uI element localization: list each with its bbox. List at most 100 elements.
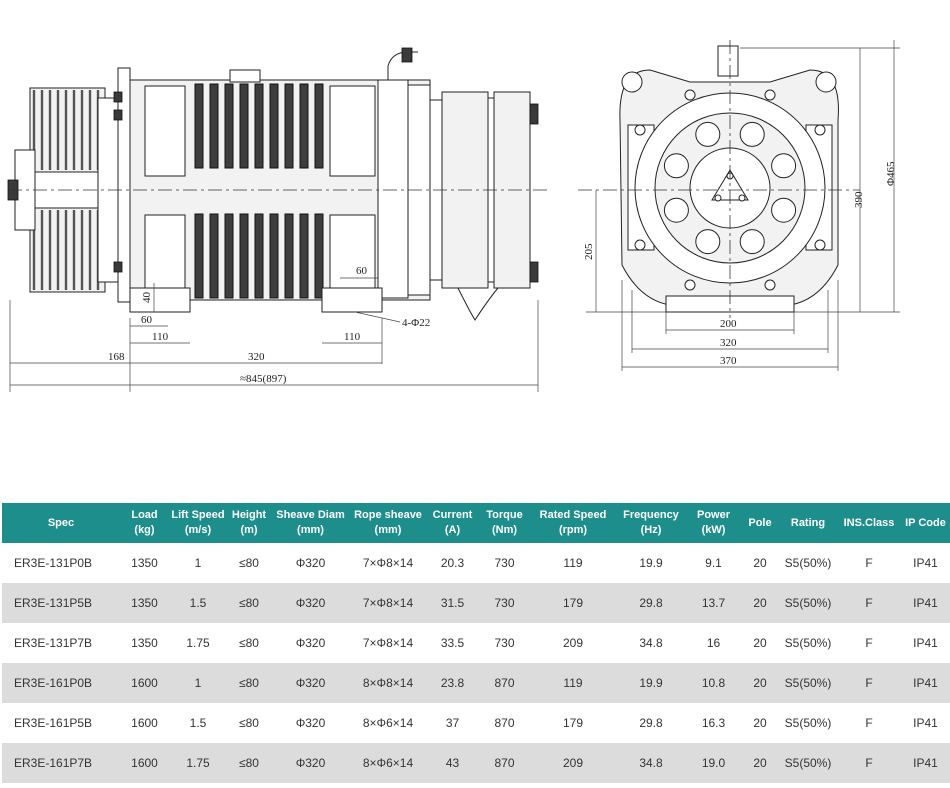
cooling-fin bbox=[239, 213, 249, 299]
sheave-hole bbox=[663, 153, 689, 179]
table-cell: S5(50%) bbox=[779, 623, 837, 663]
table-cell: 29.8 bbox=[616, 583, 686, 623]
table-cell: 1600 bbox=[120, 663, 169, 703]
table-cell: 23.8 bbox=[426, 663, 479, 703]
column-header-line: Spec bbox=[47, 516, 75, 529]
column-header: Rope sheave(mm) bbox=[350, 503, 426, 543]
sheave-hole bbox=[771, 153, 797, 179]
bolt-hole bbox=[634, 124, 646, 136]
table-cell: 179 bbox=[530, 703, 616, 743]
table-cell: 1350 bbox=[120, 583, 169, 623]
column-header-line: (kW) bbox=[701, 524, 726, 536]
bolt-hole bbox=[814, 124, 826, 136]
table-cell: ER3E-161P0B bbox=[2, 663, 120, 703]
bolt-hole bbox=[684, 89, 696, 101]
side-dimensions: 40 60 60 110 110 168 320 ≈845(897) 4-Φ22 bbox=[9, 265, 539, 392]
table-cell: S5(50%) bbox=[779, 703, 837, 743]
table-cell: ER3E-161P5B bbox=[2, 703, 120, 743]
table-cell: 8×Φ6×14 bbox=[350, 703, 426, 743]
table-cell: ≤80 bbox=[227, 583, 271, 623]
table-cell: F bbox=[837, 703, 901, 743]
dim-40: 40 bbox=[141, 292, 153, 304]
table-cell: S5(50%) bbox=[779, 583, 837, 623]
cooling-fin bbox=[269, 213, 279, 299]
table-cell: 7×Φ8×14 bbox=[350, 543, 426, 583]
table-cell: 1 bbox=[169, 543, 227, 583]
table-cell: 1350 bbox=[120, 623, 169, 663]
table-cell: 7×Φ8×14 bbox=[350, 623, 426, 663]
table-cell: 179 bbox=[530, 583, 616, 623]
table-cell: F bbox=[837, 623, 901, 663]
table-cell: 13.7 bbox=[686, 583, 741, 623]
table-cell: IP41 bbox=[901, 703, 950, 743]
cooling-fin bbox=[314, 83, 324, 169]
table-cell: F bbox=[837, 743, 901, 783]
column-header-line: (kg) bbox=[134, 524, 155, 536]
column-header: Load (kg) bbox=[120, 503, 169, 543]
bolt-hole bbox=[764, 279, 776, 291]
table-cell: 1350 bbox=[120, 543, 169, 583]
column-header: Rating bbox=[779, 503, 837, 543]
cooling-fin bbox=[239, 83, 249, 169]
brake-assembly bbox=[429, 91, 539, 321]
column-header-line: Rope sheave bbox=[354, 509, 422, 521]
table-cell: 20 bbox=[741, 583, 779, 623]
table-cell: 43 bbox=[426, 743, 479, 783]
dim-200: 200 bbox=[720, 318, 737, 330]
cooling-fin bbox=[269, 83, 279, 169]
table-cell: Φ320 bbox=[271, 543, 350, 583]
column-header-line: Load bbox=[131, 509, 158, 521]
cooling-fin bbox=[194, 213, 204, 299]
table-cell: 20 bbox=[741, 703, 779, 743]
dim-mounting-holes: 4-Φ22 bbox=[402, 317, 430, 329]
column-header: Sheave Diam (mm) bbox=[271, 503, 350, 543]
dim-205: 205 bbox=[583, 243, 595, 260]
column-header-line: Sheave Diam bbox=[276, 509, 345, 521]
table-cell: 730 bbox=[479, 543, 530, 583]
table-cell: 870 bbox=[479, 703, 530, 743]
column-header-line: (mm) bbox=[297, 524, 324, 536]
sheave-hole bbox=[695, 229, 721, 255]
technical-drawing: 40 60 60 110 110 168 320 ≈845(897) 4-Φ22 bbox=[7, 40, 900, 392]
dim-320-front: 320 bbox=[720, 337, 737, 349]
cooling-fin bbox=[254, 213, 264, 299]
cooling-fin bbox=[299, 213, 309, 299]
table-cell: 19.9 bbox=[616, 543, 686, 583]
table-cell: ≤80 bbox=[227, 663, 271, 703]
table-cell: ER3E-161P7B bbox=[2, 743, 120, 783]
column-header-line: INS.Class bbox=[843, 516, 895, 529]
table-cell: IP41 bbox=[901, 663, 950, 703]
table-cell: 730 bbox=[479, 583, 530, 623]
table-cell: 16 bbox=[686, 623, 741, 663]
column-header-line: (m) bbox=[240, 524, 258, 536]
front-view: 205 390 Φ465 200 320 370 bbox=[578, 40, 900, 371]
column-header-line: (Nm) bbox=[491, 524, 518, 536]
table-cell: ≤80 bbox=[227, 743, 271, 783]
table-cell: F bbox=[837, 583, 901, 623]
table-cell: ER3E-131P7B bbox=[2, 623, 120, 663]
column-header: Pole bbox=[741, 503, 779, 543]
table-cell: IP41 bbox=[901, 743, 950, 783]
table-cell: 9.1 bbox=[686, 543, 741, 583]
cooling-fin bbox=[284, 83, 294, 169]
column-header: Current(A) bbox=[426, 503, 479, 543]
table-cell: 870 bbox=[479, 663, 530, 703]
table-cell: Φ320 bbox=[271, 743, 350, 783]
table-cell: S5(50%) bbox=[779, 543, 837, 583]
column-header-line: Rating bbox=[790, 516, 826, 529]
side-view: 40 60 60 110 110 168 320 ≈845(897) 4-Φ22 bbox=[7, 47, 548, 392]
column-header-line: (rpm) bbox=[558, 524, 588, 536]
sheave-hole bbox=[739, 229, 765, 255]
dim-465: Φ465 bbox=[885, 161, 897, 186]
table-cell: 8×Φ8×14 bbox=[350, 663, 426, 703]
table-cell: 209 bbox=[530, 623, 616, 663]
column-header-line: Power bbox=[696, 509, 730, 521]
dim-320-side: 320 bbox=[248, 351, 265, 363]
dim-110-left: 110 bbox=[152, 331, 169, 343]
table-cell: S5(50%) bbox=[779, 743, 837, 783]
table-cell: F bbox=[837, 543, 901, 583]
table-cell: IP41 bbox=[901, 623, 950, 663]
table-cell: S5(50%) bbox=[779, 663, 837, 703]
